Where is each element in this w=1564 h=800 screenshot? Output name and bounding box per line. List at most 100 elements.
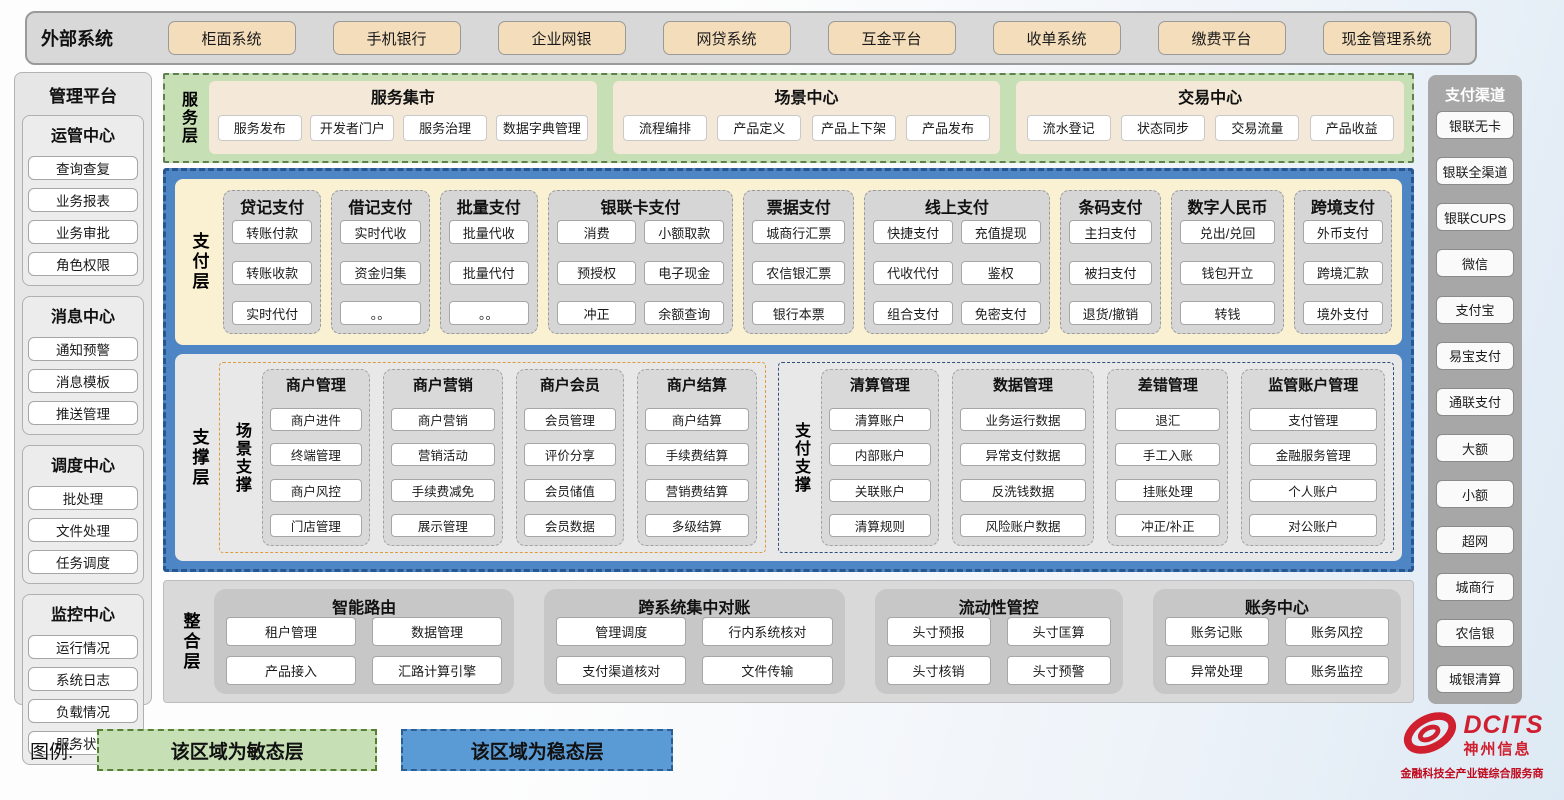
support-item-button[interactable]: 展示管理 <box>390 514 495 537</box>
service-item-button[interactable]: 开发者门户 <box>310 114 395 141</box>
management-item-button[interactable]: 查询查复 <box>28 156 138 180</box>
external-system-button[interactable]: 柜面系统 <box>167 21 296 55</box>
channel-button[interactable]: 大额 <box>1436 434 1514 463</box>
integration-item-button[interactable]: 账务风控 <box>1284 617 1389 646</box>
support-item-button[interactable]: 对公账户 <box>1249 514 1378 537</box>
integration-item-button[interactable]: 管理调度 <box>556 617 687 646</box>
payment-item-button[interactable]: 充值提现 <box>960 220 1041 244</box>
channel-button[interactable]: 通联支付 <box>1436 387 1514 416</box>
support-item-button[interactable]: 手续费结算 <box>644 443 749 466</box>
service-item-button[interactable]: 产品上下架 <box>811 114 896 141</box>
service-item-button[interactable]: 数据字典管理 <box>495 114 588 141</box>
support-item-button[interactable]: 商户风控 <box>270 478 362 502</box>
support-item-button[interactable]: 清算规则 <box>829 514 931 537</box>
payment-item-button[interactable]: 鉴权 <box>960 260 1041 285</box>
integration-item-button[interactable]: 头寸匡算 <box>1006 617 1111 646</box>
management-item-button[interactable]: 系统日志 <box>28 667 138 691</box>
support-item-button[interactable]: 关联账户 <box>829 478 931 502</box>
support-item-button[interactable]: 冲正/补正 <box>1115 514 1221 537</box>
integration-item-button[interactable]: 行内系统核对 <box>702 617 833 646</box>
channel-button[interactable]: 农信银 <box>1436 618 1514 647</box>
payment-item-button[interactable]: 兑出/兑回 <box>1180 220 1275 244</box>
payment-item-button[interactable]: 组合支付 <box>873 301 953 325</box>
payment-item-button[interactable]: 。。 <box>340 301 421 325</box>
channel-button[interactable]: 微信 <box>1436 249 1514 278</box>
support-item-button[interactable]: 风险账户数据 <box>959 514 1087 537</box>
support-item-button[interactable]: 商户进件 <box>270 407 362 431</box>
management-item-button[interactable]: 负载情况 <box>28 699 138 723</box>
payment-item-button[interactable]: 电子现金 <box>644 260 725 285</box>
payment-item-button[interactable]: 跨境汇款 <box>1302 260 1383 285</box>
payment-item-button[interactable]: 代收代付 <box>873 260 953 285</box>
management-item-button[interactable]: 任务调度 <box>28 550 138 574</box>
support-item-button[interactable]: 终端管理 <box>270 443 362 466</box>
support-item-button[interactable]: 手工入账 <box>1115 443 1221 466</box>
support-item-button[interactable]: 异常支付数据 <box>959 443 1087 466</box>
service-item-button[interactable]: 交易流量 <box>1215 114 1300 141</box>
payment-item-button[interactable]: 预授权 <box>556 260 637 285</box>
support-item-button[interactable]: 多级结算 <box>644 514 749 537</box>
integration-item-button[interactable]: 汇路计算引擎 <box>372 656 503 685</box>
payment-item-button[interactable]: 小额取款 <box>644 220 725 244</box>
channel-button[interactable]: 银联CUPS <box>1436 203 1514 232</box>
support-item-button[interactable]: 商户结算 <box>644 407 749 431</box>
support-item-button[interactable]: 金融服务管理 <box>1249 443 1378 466</box>
payment-item-button[interactable]: 境外支付 <box>1302 301 1383 325</box>
service-item-button[interactable]: 产品发布 <box>905 114 990 141</box>
payment-item-button[interactable]: 城商行汇票 <box>752 220 846 244</box>
support-item-button[interactable]: 挂账处理 <box>1115 478 1221 502</box>
management-item-button[interactable]: 运行情况 <box>28 635 138 659</box>
payment-item-button[interactable]: 免密支付 <box>960 301 1041 325</box>
payment-item-button[interactable]: 转钱 <box>1180 301 1275 325</box>
management-item-button[interactable]: 业务审批 <box>28 220 138 244</box>
payment-item-button[interactable]: 农信银汇票 <box>752 260 846 285</box>
external-system-button[interactable]: 缴费平台 <box>1157 21 1286 55</box>
service-item-button[interactable]: 流水登记 <box>1026 114 1111 141</box>
payment-item-button[interactable]: 退货/撤销 <box>1068 301 1153 325</box>
support-item-button[interactable]: 会员储值 <box>524 478 616 502</box>
payment-item-button[interactable]: 实时代收 <box>340 220 421 244</box>
payment-item-button[interactable]: 消费 <box>556 220 637 244</box>
management-item-button[interactable]: 通知预警 <box>28 337 138 361</box>
support-item-button[interactable]: 手续费减免 <box>390 478 495 502</box>
service-item-button[interactable]: 产品定义 <box>717 114 802 141</box>
support-item-button[interactable]: 个人账户 <box>1249 478 1378 502</box>
payment-item-button[interactable]: 资金归集 <box>340 260 421 285</box>
integration-item-button[interactable]: 头寸预报 <box>886 617 991 646</box>
payment-item-button[interactable]: 主扫支付 <box>1068 220 1153 244</box>
integration-item-button[interactable]: 文件传输 <box>702 656 833 685</box>
external-system-button[interactable]: 企业网银 <box>497 21 626 55</box>
channel-button[interactable]: 小额 <box>1436 480 1514 509</box>
support-item-button[interactable]: 支付管理 <box>1249 407 1378 431</box>
external-system-button[interactable]: 收单系统 <box>992 21 1121 55</box>
support-item-button[interactable]: 门店管理 <box>270 514 362 537</box>
integration-item-button[interactable]: 异常处理 <box>1164 656 1269 685</box>
management-item-button[interactable]: 文件处理 <box>28 518 138 542</box>
payment-item-button[interactable]: 批量代付 <box>448 260 529 285</box>
integration-item-button[interactable]: 账务监控 <box>1284 656 1389 685</box>
integration-item-button[interactable]: 数据管理 <box>372 617 503 646</box>
channel-button[interactable]: 银联全渠道 <box>1436 157 1514 186</box>
management-item-button[interactable]: 推送管理 <box>28 401 138 425</box>
support-item-button[interactable]: 内部账户 <box>829 443 931 466</box>
service-item-button[interactable]: 产品收益 <box>1309 114 1394 141</box>
service-item-button[interactable]: 状态同步 <box>1121 114 1205 141</box>
payment-item-button[interactable]: 被扫支付 <box>1068 260 1153 285</box>
support-item-button[interactable]: 评价分享 <box>524 443 616 466</box>
integration-item-button[interactable]: 产品接入 <box>226 656 357 685</box>
support-item-button[interactable]: 商户营销 <box>390 407 495 431</box>
payment-item-button[interactable]: 钱包开立 <box>1180 260 1275 285</box>
integration-item-button[interactable]: 头寸核销 <box>886 656 991 685</box>
support-item-button[interactable]: 业务运行数据 <box>959 407 1087 431</box>
channel-button[interactable]: 超网 <box>1436 526 1514 555</box>
payment-item-button[interactable]: 转账收款 <box>232 260 313 285</box>
service-item-button[interactable]: 服务治理 <box>403 114 488 141</box>
management-item-button[interactable]: 消息模板 <box>28 369 138 393</box>
support-item-button[interactable]: 退汇 <box>1115 407 1221 431</box>
payment-item-button[interactable]: 实时代付 <box>232 301 313 325</box>
management-item-button[interactable]: 业务报表 <box>28 188 138 212</box>
integration-item-button[interactable]: 头寸预警 <box>1006 656 1111 685</box>
payment-item-button[interactable]: 。。 <box>448 301 529 325</box>
integration-item-button[interactable]: 支付渠道核对 <box>556 656 687 685</box>
payment-item-button[interactable]: 转账付款 <box>232 220 313 244</box>
